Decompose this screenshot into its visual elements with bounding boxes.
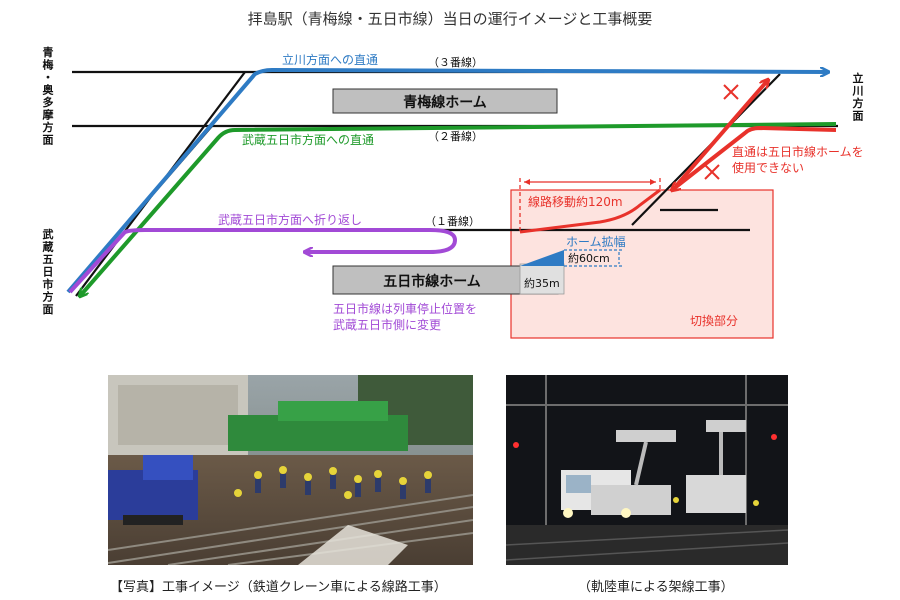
x-mark-lower <box>704 164 720 180</box>
route-musashi-itsukaichi-label: 武蔵五日市方面への直通 <box>242 132 374 147</box>
x-mark-upper <box>723 84 739 100</box>
widen-box <box>519 263 565 295</box>
direction-char: 梅 <box>43 58 54 72</box>
switch-section-label: 切換部分 <box>690 313 738 328</box>
direction-char: 青 <box>43 45 54 59</box>
direction-char: 市 <box>43 277 54 291</box>
platform-widen-label: ホーム拡幅 <box>566 234 626 249</box>
stop-change-note-2: 武蔵五日市側に変更 <box>333 317 441 332</box>
photo2-caption: （軌陸車による架線工事） <box>578 580 734 595</box>
track-move-dimension <box>519 178 661 234</box>
track-2-label: （２番線） <box>428 129 483 143</box>
direction-char: 武 <box>43 227 54 241</box>
track-move-label: 線路移動約120m <box>528 194 623 209</box>
photo-crane-track-work <box>108 375 473 565</box>
direction-char: 奥 <box>42 83 55 97</box>
label-musashi-itsukaichi: 武蔵五日市方面 <box>43 227 54 316</box>
ome-platform-label: 青梅線ホーム <box>403 94 487 111</box>
direction-char: 蔵 <box>43 240 54 254</box>
route-musashi-itsukaichi-through <box>80 122 837 296</box>
direction-char: 面 <box>43 134 54 147</box>
widen-length-label: 約35m <box>524 276 560 290</box>
direction-char: 多 <box>43 95 54 109</box>
itsukaichi-platform-label: 五日市線ホーム <box>383 273 481 290</box>
widen-amount-label: 約60cm <box>568 251 610 265</box>
route-tachikawa-through <box>66 70 828 294</box>
direction-char: 方 <box>43 120 54 134</box>
route-tachikawa-label: 立川方面への直通 <box>282 52 378 67</box>
direction-char: 五 <box>43 253 54 266</box>
widen-dimension <box>564 249 624 267</box>
red-route-moved-track <box>519 188 661 234</box>
ome-platform <box>332 88 558 114</box>
photo1-caption: 【写真】工事イメージ（鉄道クレーン車による線路工事） <box>110 580 447 595</box>
direction-char: 面 <box>43 303 54 316</box>
red-route-from-tachikawa <box>672 125 837 190</box>
stop-change-note-1: 五日市線は列車停止位置を <box>333 301 477 316</box>
photo-overhead-wire-work <box>506 375 788 565</box>
route-turnback-label: 武蔵五日市方面へ折り返し <box>218 212 362 227</box>
label-tachikawa: 立川方面 <box>852 71 864 123</box>
widen-triangle <box>520 250 564 266</box>
track-1-label: （１番線） <box>425 214 480 228</box>
red-route-tachikawa <box>674 80 768 188</box>
direction-char: 面 <box>853 110 864 123</box>
no-through-note-1: 直通は五日市線ホームを <box>732 144 864 159</box>
direction-char: 川 <box>852 85 864 98</box>
direction-char: 日 <box>43 266 54 279</box>
track-3-label: （３番線） <box>428 55 483 69</box>
route-turnback <box>68 228 458 294</box>
no-through-note-2: 使用できない <box>732 160 804 175</box>
direction-char: 摩 <box>43 108 55 122</box>
direction-char: 立 <box>853 71 864 85</box>
direction-char: 方 <box>853 96 864 110</box>
direction-char: ・ <box>43 71 54 84</box>
direction-char: 方 <box>43 290 54 304</box>
diagram-title: 拝島駅（青梅線・五日市線）当日の運行イメージと工事概要 <box>248 10 653 28</box>
